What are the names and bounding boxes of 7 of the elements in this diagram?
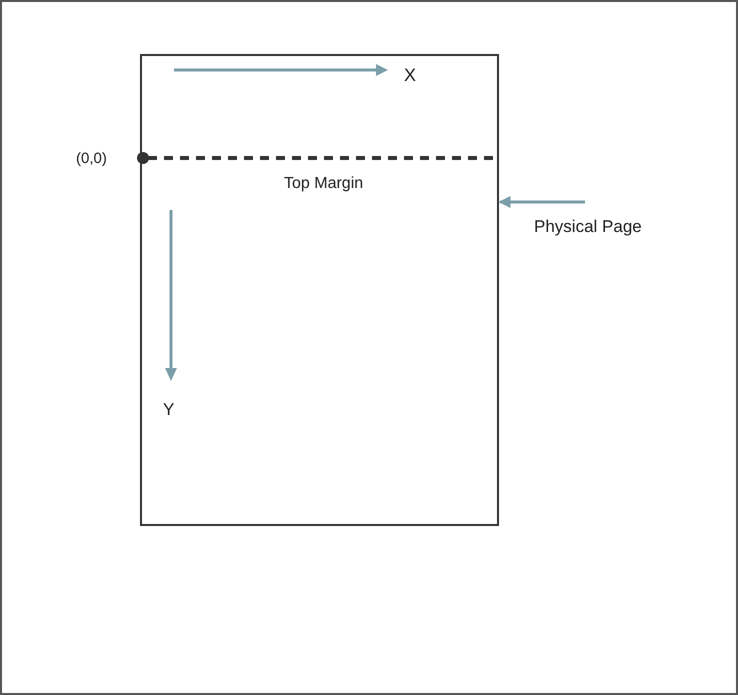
axis-label: X (404, 65, 416, 86)
axis-label: (0,0) (76, 150, 107, 167)
leader-arrow (498, 196, 585, 208)
callout-text: Physical Page (534, 217, 642, 237)
page-rectangle (140, 54, 499, 526)
axis-label: Top Margin (284, 175, 364, 193)
axis-label: Y (163, 400, 174, 420)
